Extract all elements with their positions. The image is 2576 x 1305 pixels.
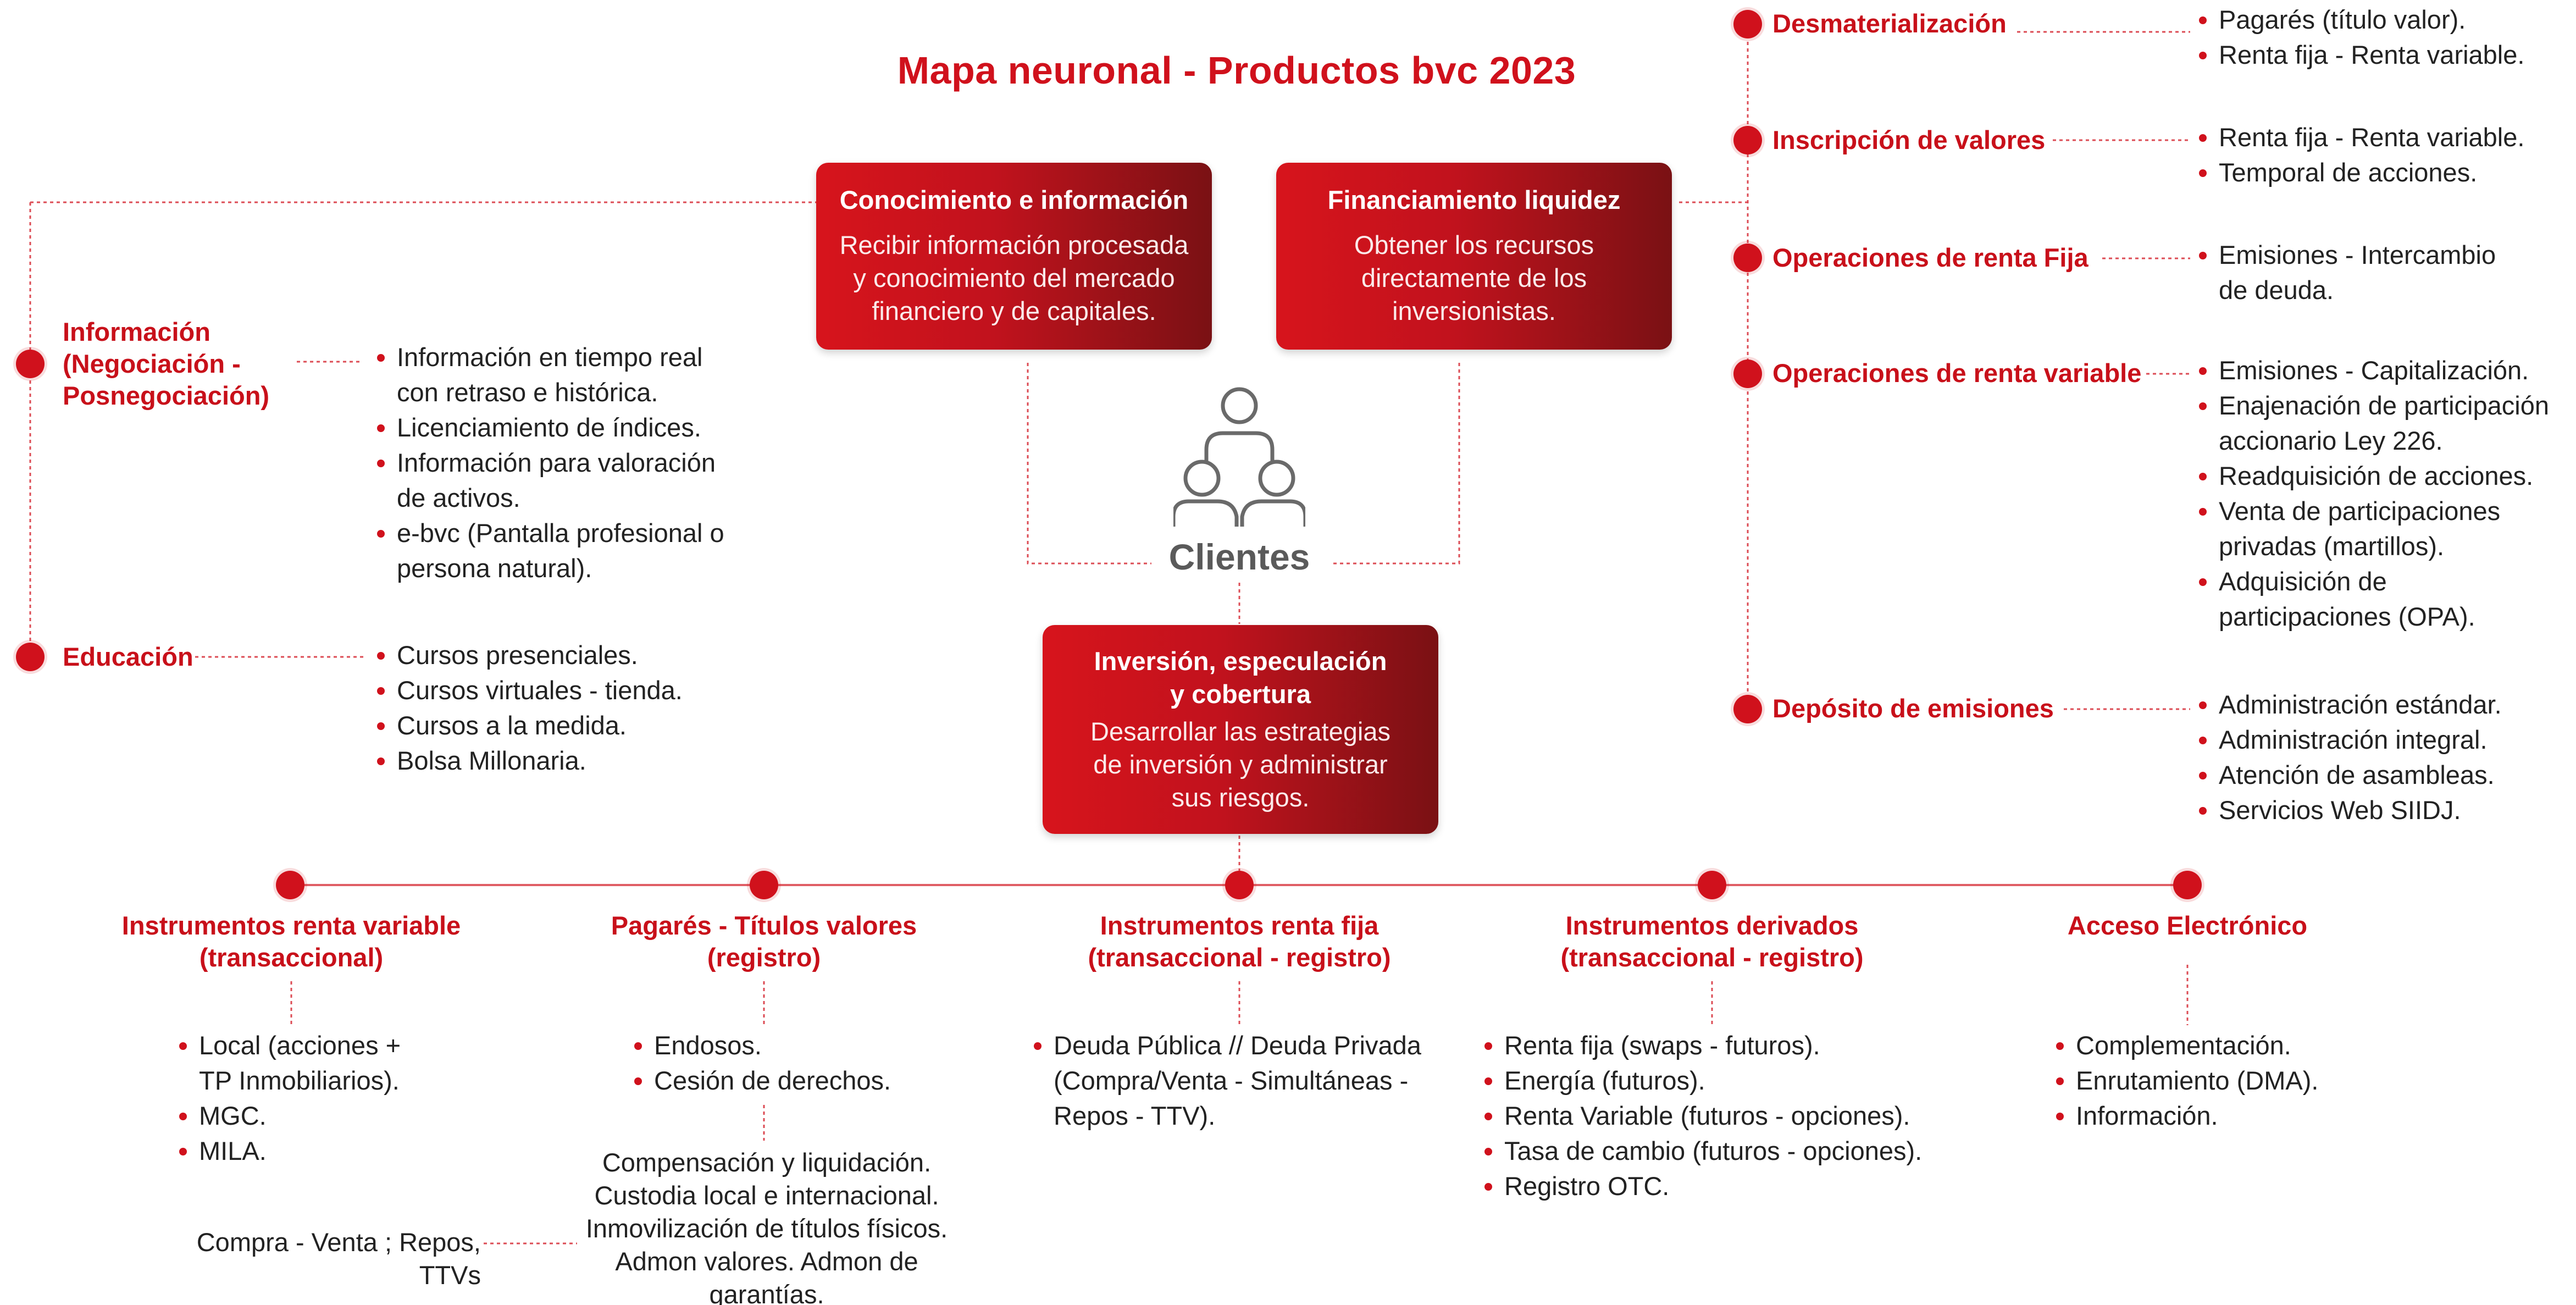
box-inversion: Inversión, especulación y cobertura Desa… <box>1043 625 1438 834</box>
list-item: MILA. <box>177 1133 424 1169</box>
list-item: Readquisición de acciones. <box>2197 458 2565 494</box>
node-label-pagares: Pagarés - Títulos valores (registro) <box>611 911 917 972</box>
list-item: Registro OTC. <box>1482 1169 1955 1204</box>
list-item: Renta fija (swaps - futuros). <box>1482 1028 1955 1063</box>
box-text: Recibir información procesada y conocimi… <box>839 230 1189 325</box>
list-item: MGC. <box>177 1098 424 1133</box>
list-item: Enajenación de participación accionario … <box>2197 388 2565 458</box>
list-item: Administración integral. <box>2197 722 2560 757</box>
box-text: Desarrollar las estrategias de inversión… <box>1090 717 1391 812</box>
list-item: Deuda Pública // Deuda Privada (Compra/V… <box>1032 1028 1449 1133</box>
list-item: Licenciamiento de índices. <box>375 410 749 445</box>
list-item: Pagarés (título valor). <box>2197 2 2560 37</box>
pagares-services-text: Compensación y liquidación. Custodia loc… <box>585 1148 948 1305</box>
list-item: e-bvc (Pantalla profesional o persona na… <box>375 516 749 586</box>
list-item: Temporal de acciones. <box>2197 155 2560 190</box>
items-informacion: Información en tiempo real con retraso e… <box>375 340 749 586</box>
node-dot <box>750 871 778 899</box>
list-item: Endosos. <box>632 1028 907 1063</box>
items-desmaterializacion: Pagarés (título valor). Renta fija - Ren… <box>2197 2 2560 73</box>
node-dot <box>1698 871 1726 899</box>
list-item: Atención de asambleas. <box>2197 757 2560 793</box>
list-item: Servicios Web SIIDJ. <box>2197 793 2560 828</box>
list-item: Adquisición de participaciones (OPA). <box>2197 564 2565 634</box>
node-dot <box>1733 126 1762 154</box>
clients-label: Clientes <box>1168 537 1310 577</box>
box-financiamiento: Financiamiento liquidez Obtener los recu… <box>1276 163 1672 350</box>
node-dot <box>1733 10 1762 38</box>
list-item: Información en tiempo real con retraso e… <box>375 340 749 410</box>
node-label-instrumentos-rf: Instrumentos renta fija (transaccional -… <box>1088 911 1391 972</box>
node-label-instrumentos-rv: Instrumentos renta variable (transaccion… <box>121 911 461 972</box>
items-derivados: Renta fija (swaps - futuros). Energía (f… <box>1482 1028 1955 1204</box>
compra-venta-note: Compra - Venta ; Repos, TTVs <box>196 1227 481 1290</box>
list-item: Energía (futuros). <box>1482 1063 1955 1098</box>
items-instrumentos-rv: Local (acciones + TP Inmobiliarios). MGC… <box>177 1028 424 1169</box>
page-title: Mapa neuronal - Productos bvc 2023 <box>897 49 1576 92</box>
list-item: Cursos presenciales. <box>375 638 749 673</box>
node-dot <box>2173 871 2202 899</box>
list-item: Tasa de cambio (futuros - opciones). <box>1482 1133 1955 1169</box>
node-dot <box>1225 871 1254 899</box>
list-item: Renta fija - Renta variable. <box>2197 120 2560 155</box>
list-item: Enrutamiento (DMA). <box>2054 1063 2384 1098</box>
box-text: Obtener los recursos directamente de los… <box>1354 230 1594 325</box>
node-label-inscripcion: Inscripción de valores <box>1772 125 2046 154</box>
list-item: Emisiones - Intercambio de deuda. <box>2197 237 2505 308</box>
items-renta-variable: Emisiones - Capitalización. Enajenación … <box>2197 353 2565 634</box>
list-item: Renta fija - Renta variable. <box>2197 37 2560 73</box>
items-pagares: Endosos. Cesión de derechos. <box>632 1028 907 1098</box>
box-title: Inversión, especulación y cobertura <box>1094 646 1387 709</box>
items-educacion: Cursos presenciales. Cursos virtuales - … <box>375 638 749 778</box>
list-item: Emisiones - Capitalización. <box>2197 353 2565 388</box>
node-dot <box>16 350 45 378</box>
items-instrumentos-rf: Deuda Pública // Deuda Privada (Compra/V… <box>1032 1028 1449 1133</box>
list-item: Información. <box>2054 1098 2384 1133</box>
box-title: Financiamiento liquidez <box>1327 185 1621 214</box>
node-dot <box>1733 360 1762 388</box>
node-dot <box>1733 244 1762 272</box>
list-item: Bolsa Millonaria. <box>375 743 749 778</box>
items-acceso: Complementación. Enrutamiento (DMA). Inf… <box>2054 1028 2384 1133</box>
list-item: Cesión de derechos. <box>632 1063 907 1098</box>
box-title: Conocimiento e información <box>839 185 1189 214</box>
node-label-renta-variable: Operaciones de renta variable <box>1772 358 2142 388</box>
items-deposito: Administración estándar. Administración … <box>2197 687 2560 828</box>
list-item: Complementación. <box>2054 1028 2384 1063</box>
node-label-derivados: Instrumentos derivados (transaccional - … <box>1560 911 1864 972</box>
node-dot <box>276 871 304 899</box>
clients-group-icon <box>1173 387 1305 527</box>
node-label-renta-fija: Operaciones de renta Fija <box>1772 243 2089 272</box>
list-item: Cursos a la medida. <box>375 708 749 743</box>
items-renta-fija: Emisiones - Intercambio de deuda. <box>2197 237 2505 308</box>
list-item: Renta Variable (futuros - opciones). <box>1482 1098 1955 1133</box>
list-item: Local (acciones + TP Inmobiliarios). <box>177 1028 424 1098</box>
node-dot <box>1733 695 1762 723</box>
list-item: Información para valoración de activos. <box>375 445 749 516</box>
node-label-educacion: Educación <box>63 642 193 671</box>
node-dot <box>16 643 45 671</box>
node-label-informacion: Información (Negociación - Posnegociació… <box>63 317 270 410</box>
node-label-deposito: Depósito de emisiones <box>1772 694 2054 723</box>
box-conocimiento: Conocimiento e información Recibir infor… <box>816 163 1212 350</box>
list-item: Venta de participaciones privadas (marti… <box>2197 494 2565 564</box>
list-item: Administración estándar. <box>2197 687 2560 722</box>
items-inscripcion: Renta fija - Renta variable. Temporal de… <box>2197 120 2560 190</box>
node-label-acceso: Acceso Electrónico <box>2067 911 2308 940</box>
list-item: Cursos virtuales - tienda. <box>375 673 749 708</box>
node-label-desmaterializacion: Desmaterialización <box>1772 9 2007 38</box>
